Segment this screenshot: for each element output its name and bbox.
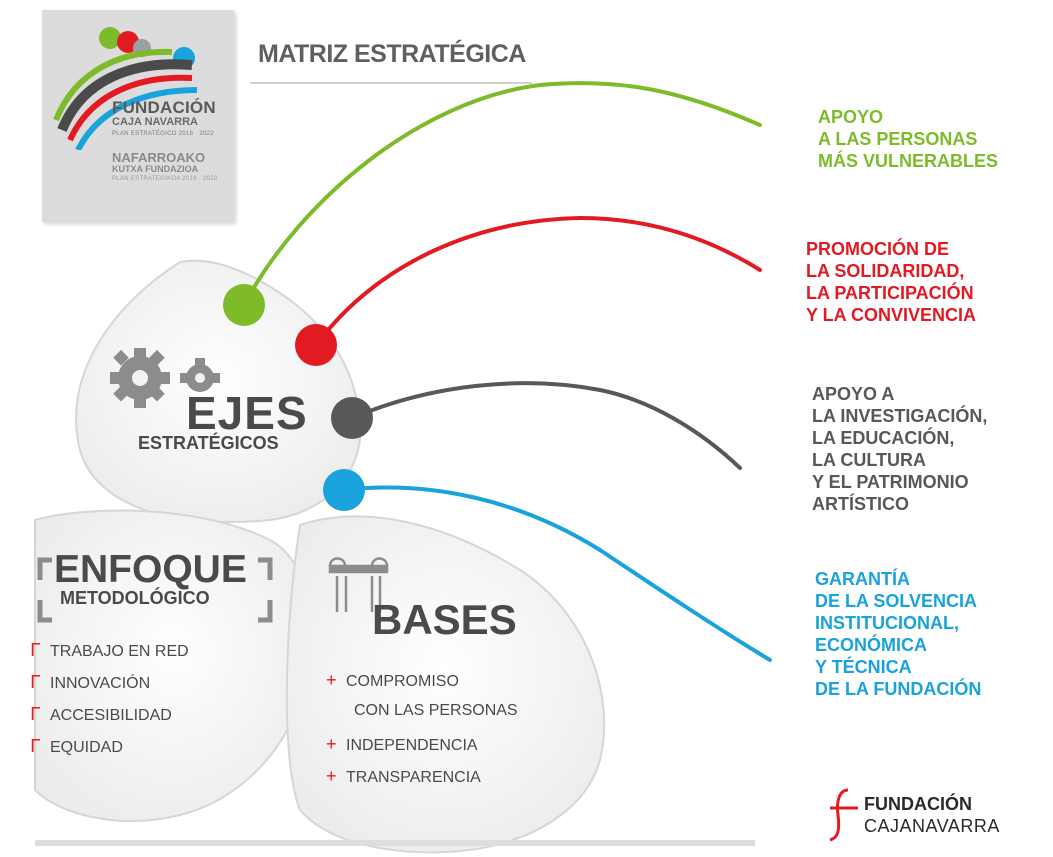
- axis-label-blue: GARANTÍA DE LA SOLVENCIA INSTITUCIONAL, …: [815, 568, 981, 700]
- bottom-rule: [35, 840, 755, 846]
- red-plus-icon: +: [326, 734, 337, 754]
- bases-heading: BASES: [372, 596, 517, 643]
- logo-line4: NAFARROAKO: [112, 150, 206, 165]
- bases-petal: [285, 515, 606, 854]
- axis-label-green: APOYO A LAS PERSONAS MÁS VULNERABLES: [818, 106, 998, 172]
- axis-label-red: PROMOCIÓN DE LA SOLIDARIDAD, LA PARTICIP…: [806, 238, 976, 326]
- axis-label-line: LA EDUCACIÓN,: [812, 428, 955, 448]
- red-mark-icon: ᒥ: [30, 640, 41, 660]
- enfoque-brackets: [37, 557, 273, 623]
- node-gray: [331, 397, 373, 439]
- axis-label-line: LA PARTICIPACIÓN: [806, 283, 974, 303]
- title-rule: [250, 82, 532, 84]
- axis-label-line: LA CULTURA: [812, 450, 926, 470]
- axis-label-line: Y TÉCNICA: [815, 657, 912, 677]
- red-mark-icon: ᒥ: [30, 736, 41, 756]
- arc-gray: [350, 381, 742, 470]
- list-item: +INDEPENDENCIA: [326, 734, 478, 754]
- list-item: +TRANSPARENCIA: [326, 766, 481, 786]
- list-item: +COMPROMISO: [326, 670, 459, 690]
- bases-list: +COMPROMISO CON LAS PERSONAS +INDEPENDEN…: [326, 670, 566, 790]
- red-plus-icon: +: [326, 670, 337, 690]
- axis-label-line: Y EL PATRIMONIO: [812, 472, 969, 492]
- node-red: [295, 324, 337, 366]
- axis-label-line: MÁS VULNERABLES: [818, 151, 999, 171]
- logo-card: FUNDACIÓN CAJA NAVARRA PLAN ESTRATÉGICO …: [42, 10, 234, 222]
- node-blue: [323, 469, 365, 511]
- red-mark-icon: ᒥ: [30, 704, 41, 724]
- arc-green: [242, 81, 762, 307]
- fundacion-logo-mark: [829, 788, 858, 842]
- column-icon: [328, 557, 389, 612]
- axis-label-line: A LAS PERSONAS: [818, 129, 978, 149]
- axis-label-line: LA INVESTIGACIÓN,: [812, 406, 988, 426]
- ejes-subheading: ESTRATÉGICOS: [138, 433, 279, 453]
- gear-icon: [110, 348, 220, 408]
- logo-line5: KUTXA FUNDAZIOA: [112, 164, 199, 174]
- axis-label-line: LA SOLIDARIDAD,: [806, 261, 965, 281]
- axis-label-line: INSTITUCIONAL,: [815, 613, 959, 633]
- page-title: MATRIZ ESTRATÉGICA: [258, 40, 526, 68]
- arc-red: [314, 215, 762, 347]
- axis-label-line: APOYO: [818, 107, 884, 127]
- axis-label-line: Y LA CONVIVENCIA: [806, 305, 977, 325]
- axis-label-line: PROMOCIÓN DE: [806, 239, 950, 259]
- arc-blue: [342, 485, 772, 662]
- axis-label-line: GARANTÍA: [815, 569, 910, 589]
- red-plus-icon: +: [326, 766, 337, 786]
- axis-label-line: DE LA SOLVENCIA: [815, 591, 978, 611]
- logo-line2: CAJA NAVARRA: [112, 116, 198, 128]
- enfoque-subheading: METODOLÓGICO: [60, 588, 210, 608]
- ejes-petal: [75, 259, 362, 524]
- enfoque-heading: ENFOQUE: [54, 548, 247, 591]
- logo-line3: PLAN ESTRATÉGICO 2018 · 2022: [112, 131, 214, 137]
- axis-label-line: ARTÍSTICO: [812, 494, 909, 514]
- logo-line6: PLAN ESTRATEGIKOA 2018 · 2022: [112, 176, 218, 182]
- logo-line1: FUNDACIÓN: [112, 98, 216, 117]
- list-item: CON LAS PERSONAS: [354, 702, 518, 719]
- node-green: [223, 284, 265, 326]
- axis-label-gray: APOYO A LA INVESTIGACIÓN, LA EDUCACIÓN, …: [812, 383, 987, 515]
- axis-label-line: APOYO A: [812, 384, 895, 404]
- footer-logo-line2: CAJANAVARRA: [864, 816, 1000, 836]
- people-logo-icon: [53, 27, 198, 150]
- footer-logo-line1: FUNDACIÓN: [864, 794, 972, 814]
- red-mark-icon: ᒥ: [30, 672, 41, 692]
- axis-label-line: DE LA FUNDACIÓN: [815, 679, 982, 699]
- ejes-heading: EJES: [186, 387, 308, 439]
- axis-label-line: ECONÓMICA: [815, 635, 927, 655]
